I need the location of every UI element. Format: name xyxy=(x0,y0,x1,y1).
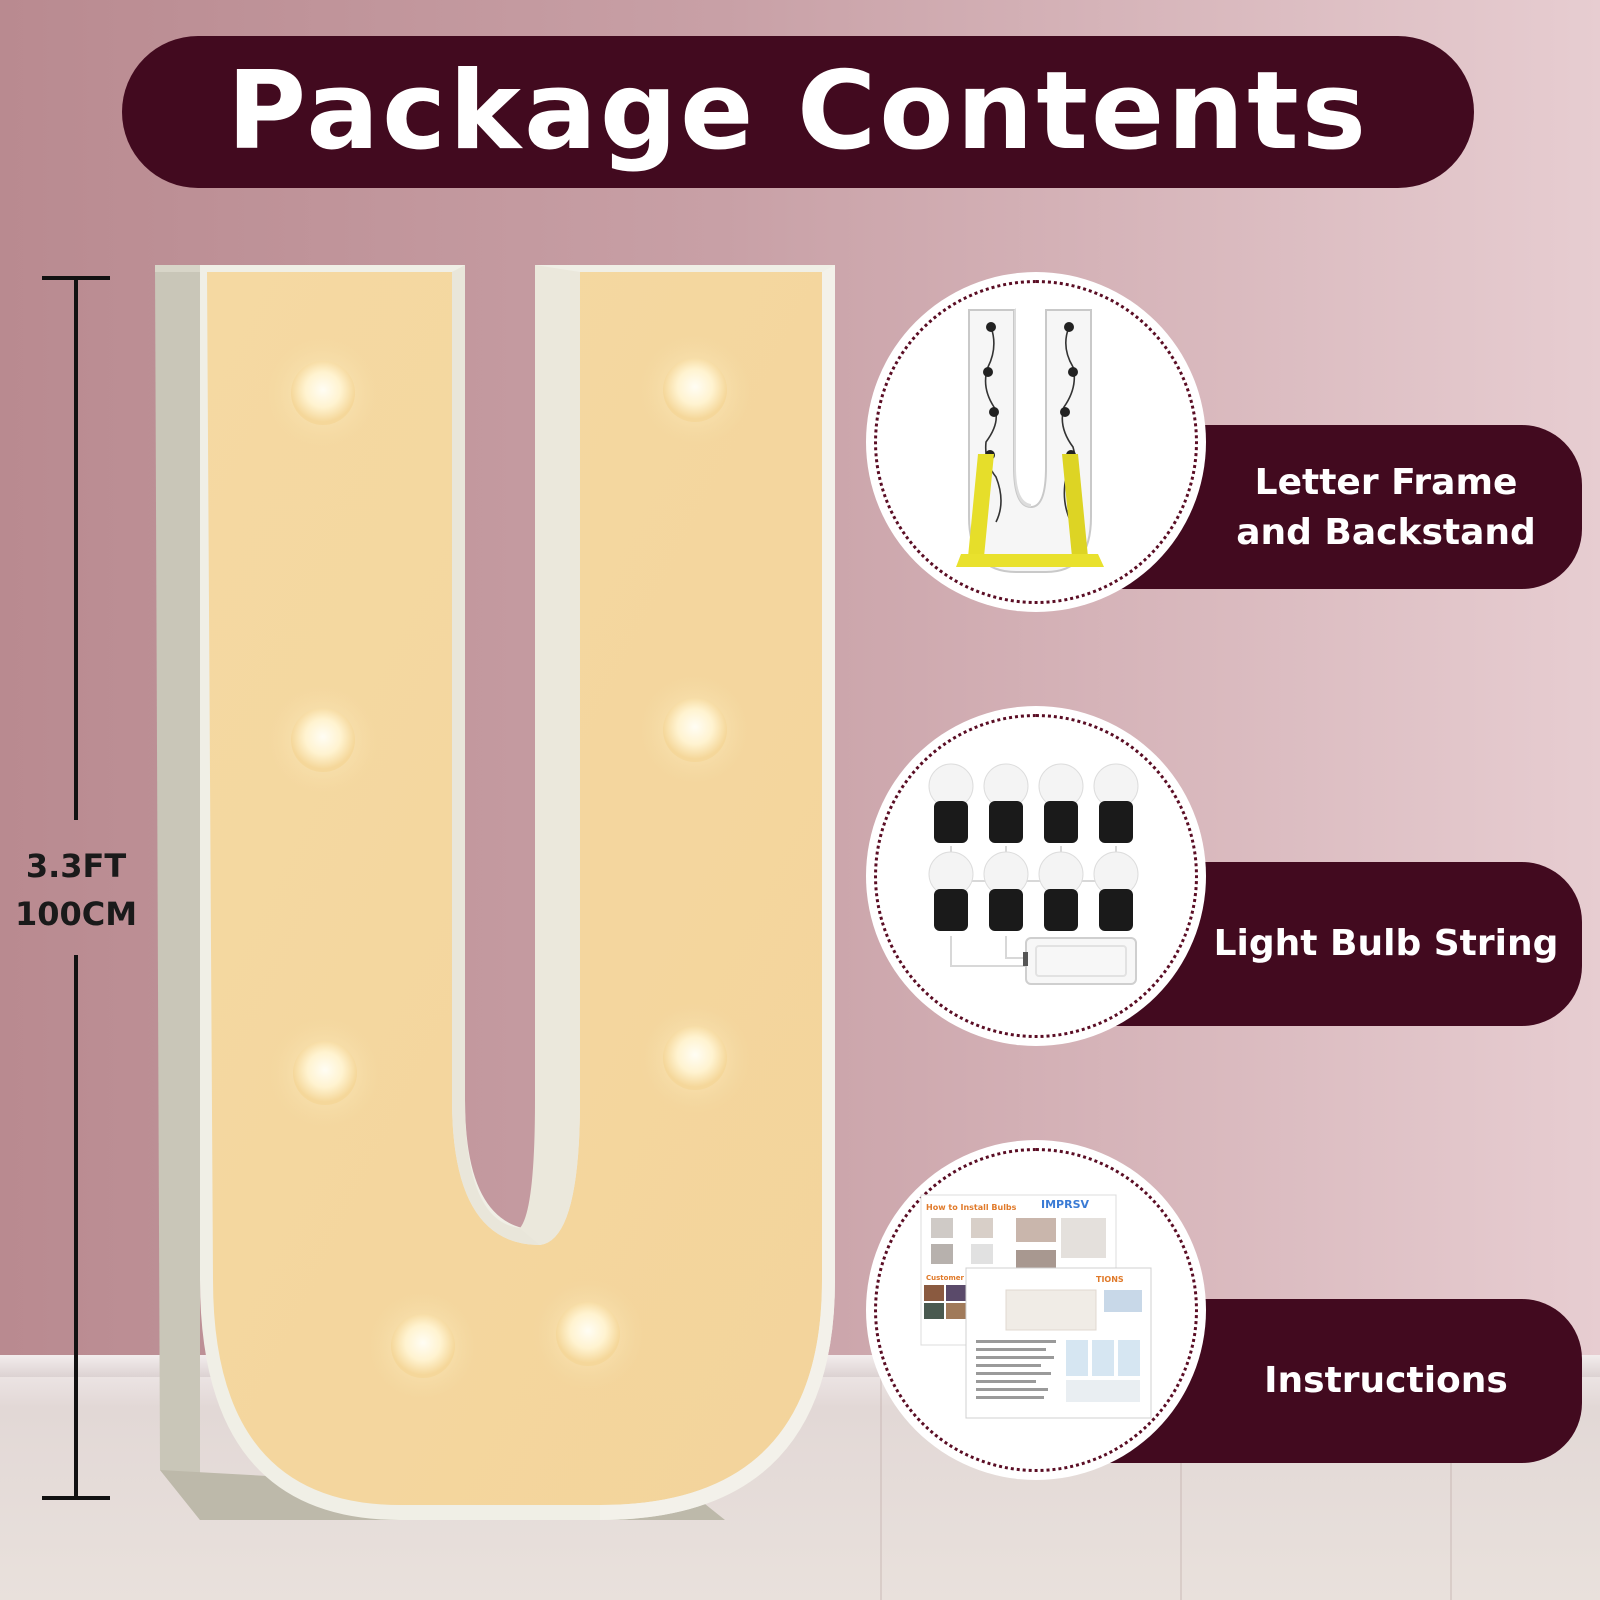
callout-label-letter-frame-line2: and Backstand xyxy=(1236,512,1536,553)
battery-box-icon xyxy=(1023,937,1137,985)
title-banner: Package Contents xyxy=(122,36,1474,188)
bulb xyxy=(391,1314,455,1378)
floor-board-line xyxy=(880,1365,882,1600)
bulbs-row-2 xyxy=(928,851,1139,931)
measure-label-feet: 3.3FT xyxy=(25,847,127,885)
measure-line-top xyxy=(74,276,78,820)
sheet-heading-instructions: TIONS xyxy=(1096,1275,1124,1284)
light-bulb-string-image xyxy=(928,763,1139,985)
floor-board-line xyxy=(1180,1365,1182,1600)
measure-line-bottom xyxy=(74,955,78,1498)
bulb xyxy=(291,361,355,425)
sheet-heading-install: How to Install Bulbs xyxy=(926,1203,1017,1212)
instructions-sheet-front: TIONS xyxy=(965,1267,1152,1419)
measure-bottom-cap xyxy=(42,1496,110,1500)
callout-label-light-bulb-string: Light Bulb String xyxy=(1213,923,1559,964)
bulb xyxy=(556,1302,620,1366)
instructions-image: How to Install Bulbs IMPRSV Customer Sho… xyxy=(920,1194,1152,1419)
bulb xyxy=(291,708,355,772)
letter-face xyxy=(207,272,822,1505)
page-title: Package Contents xyxy=(226,49,1370,174)
bulb xyxy=(663,358,727,422)
measure-label-cm: 100CM xyxy=(14,895,138,933)
circle-dotted-border xyxy=(874,1148,1198,1472)
callout-label-letter-frame-line1: Letter Frame xyxy=(1254,462,1518,503)
callout-label-instructions: Instructions xyxy=(1264,1360,1508,1401)
letter-bulbs xyxy=(268,335,750,1401)
circle-dotted-border xyxy=(874,714,1198,1038)
sheet-brand: IMPRSV xyxy=(1041,1198,1089,1211)
bulbs-row-1 xyxy=(928,763,1139,843)
floor-board-line xyxy=(1450,1365,1452,1600)
circle-dotted-border xyxy=(874,280,1198,604)
bulb xyxy=(663,1026,727,1090)
bulb xyxy=(293,1041,357,1105)
bulb xyxy=(663,698,727,762)
letter-frame-image xyxy=(956,308,1104,573)
marquee-letter-u xyxy=(155,265,835,1520)
